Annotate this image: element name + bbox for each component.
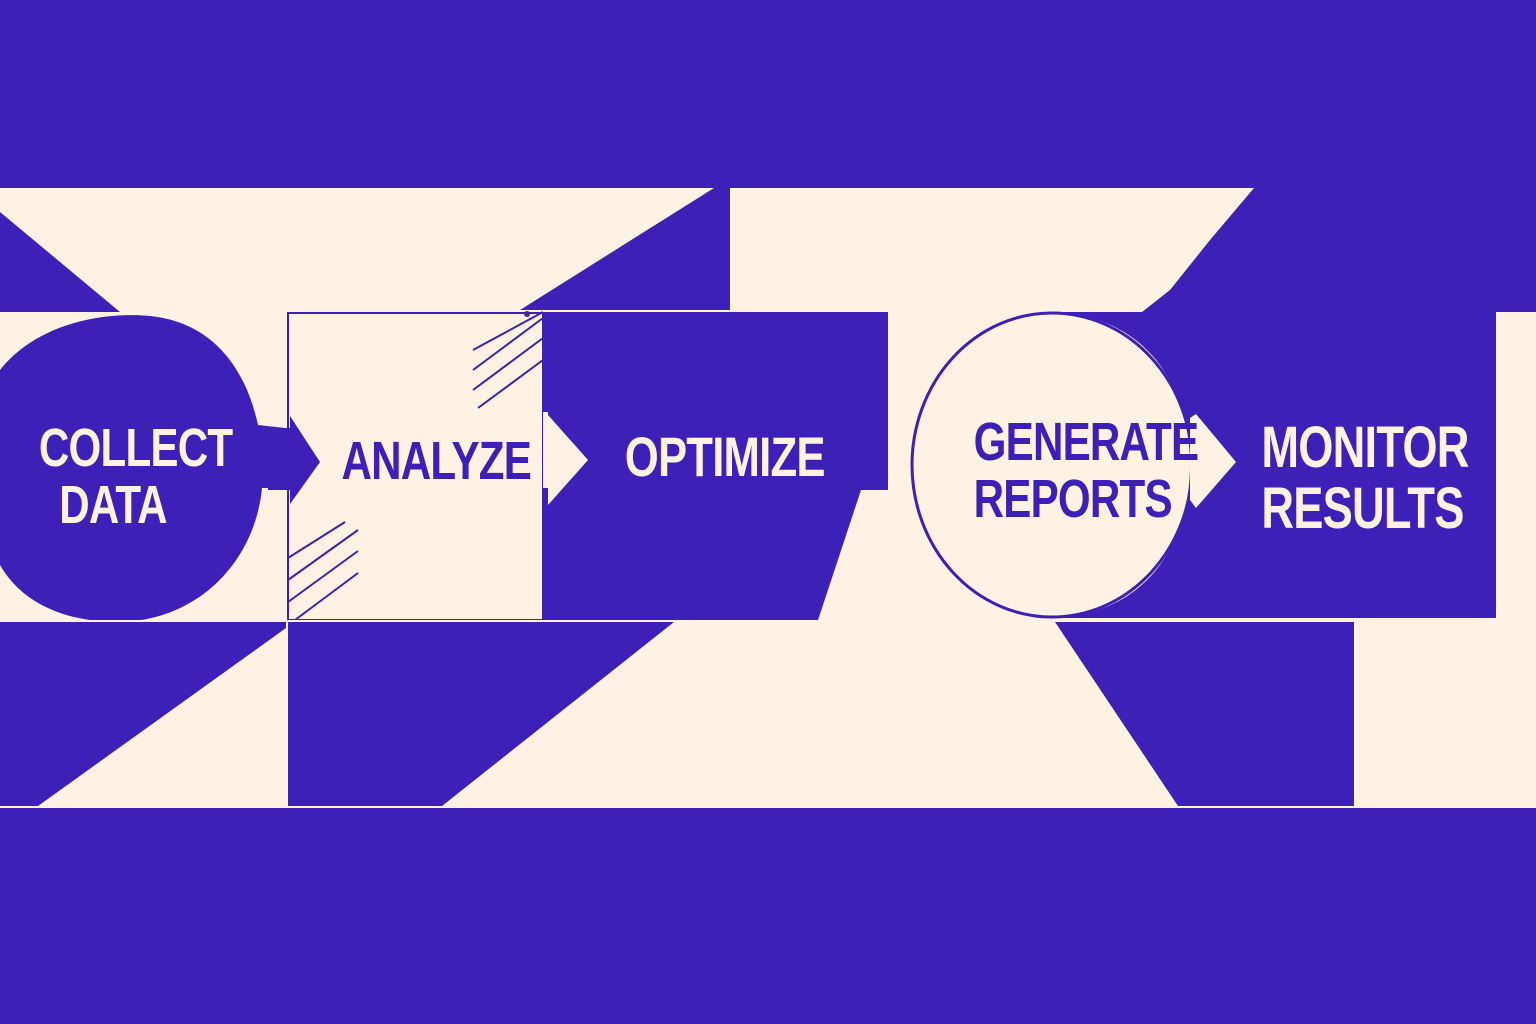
- hatch-dot: [524, 311, 530, 317]
- label-line: MONITOR: [1261, 415, 1469, 480]
- upper-center-triangle: [520, 188, 730, 310]
- step-collect-data[interactable]: [0, 315, 285, 622]
- monitor-results-shape: [1060, 312, 1496, 618]
- label-line: REPORTS: [973, 468, 1173, 529]
- analyze-box: [287, 312, 544, 621]
- bottom-band: [0, 808, 1536, 1024]
- label-line: GENERATE: [973, 412, 1199, 472]
- arrow-right-icon: [543, 412, 588, 505]
- lower-decorative-strip: [0, 620, 1536, 808]
- step-generate-reports[interactable]: [888, 311, 1194, 620]
- label-optimize: OPTIMIZE: [624, 425, 826, 488]
- step-optimize[interactable]: [543, 312, 888, 620]
- arrow-right-icon: [268, 416, 320, 504]
- hatch-marks-bottom-left: [287, 521, 359, 621]
- hatch-marks-top-right: [472, 311, 544, 409]
- label-line: RESULTS: [1261, 475, 1464, 541]
- collect-data-circle: [0, 315, 285, 622]
- label-analyze: ANALYZE: [341, 431, 532, 491]
- right-edge-panel: [1496, 312, 1536, 620]
- main-row: [0, 311, 1536, 622]
- step-monitor-results[interactable]: [1060, 312, 1536, 620]
- label-line: DATA: [59, 474, 167, 535]
- optimize-shape: [543, 312, 888, 620]
- upper-left-triangle: [0, 188, 120, 312]
- lower-left-triangle: [0, 622, 286, 806]
- label-line: COLLECT: [38, 418, 233, 478]
- label-line: OPTIMIZE: [624, 425, 826, 488]
- arrow-right-icon: [1190, 414, 1236, 508]
- label-monitor-results: MONITOR RESULTS: [1261, 415, 1469, 541]
- upper-right-trapezoid: [1142, 188, 1536, 312]
- label-generate-reports: GENERATE REPORTS: [973, 412, 1199, 529]
- lower-center-shape: [288, 622, 674, 806]
- top-band: [0, 0, 1536, 188]
- upper-decorative-strip: [0, 188, 1536, 312]
- step-analyze[interactable]: [287, 311, 544, 621]
- label-line: ANALYZE: [341, 431, 532, 491]
- label-collect-data: COLLECT DATA: [38, 418, 233, 535]
- lower-right-trapezoid: [1055, 622, 1354, 806]
